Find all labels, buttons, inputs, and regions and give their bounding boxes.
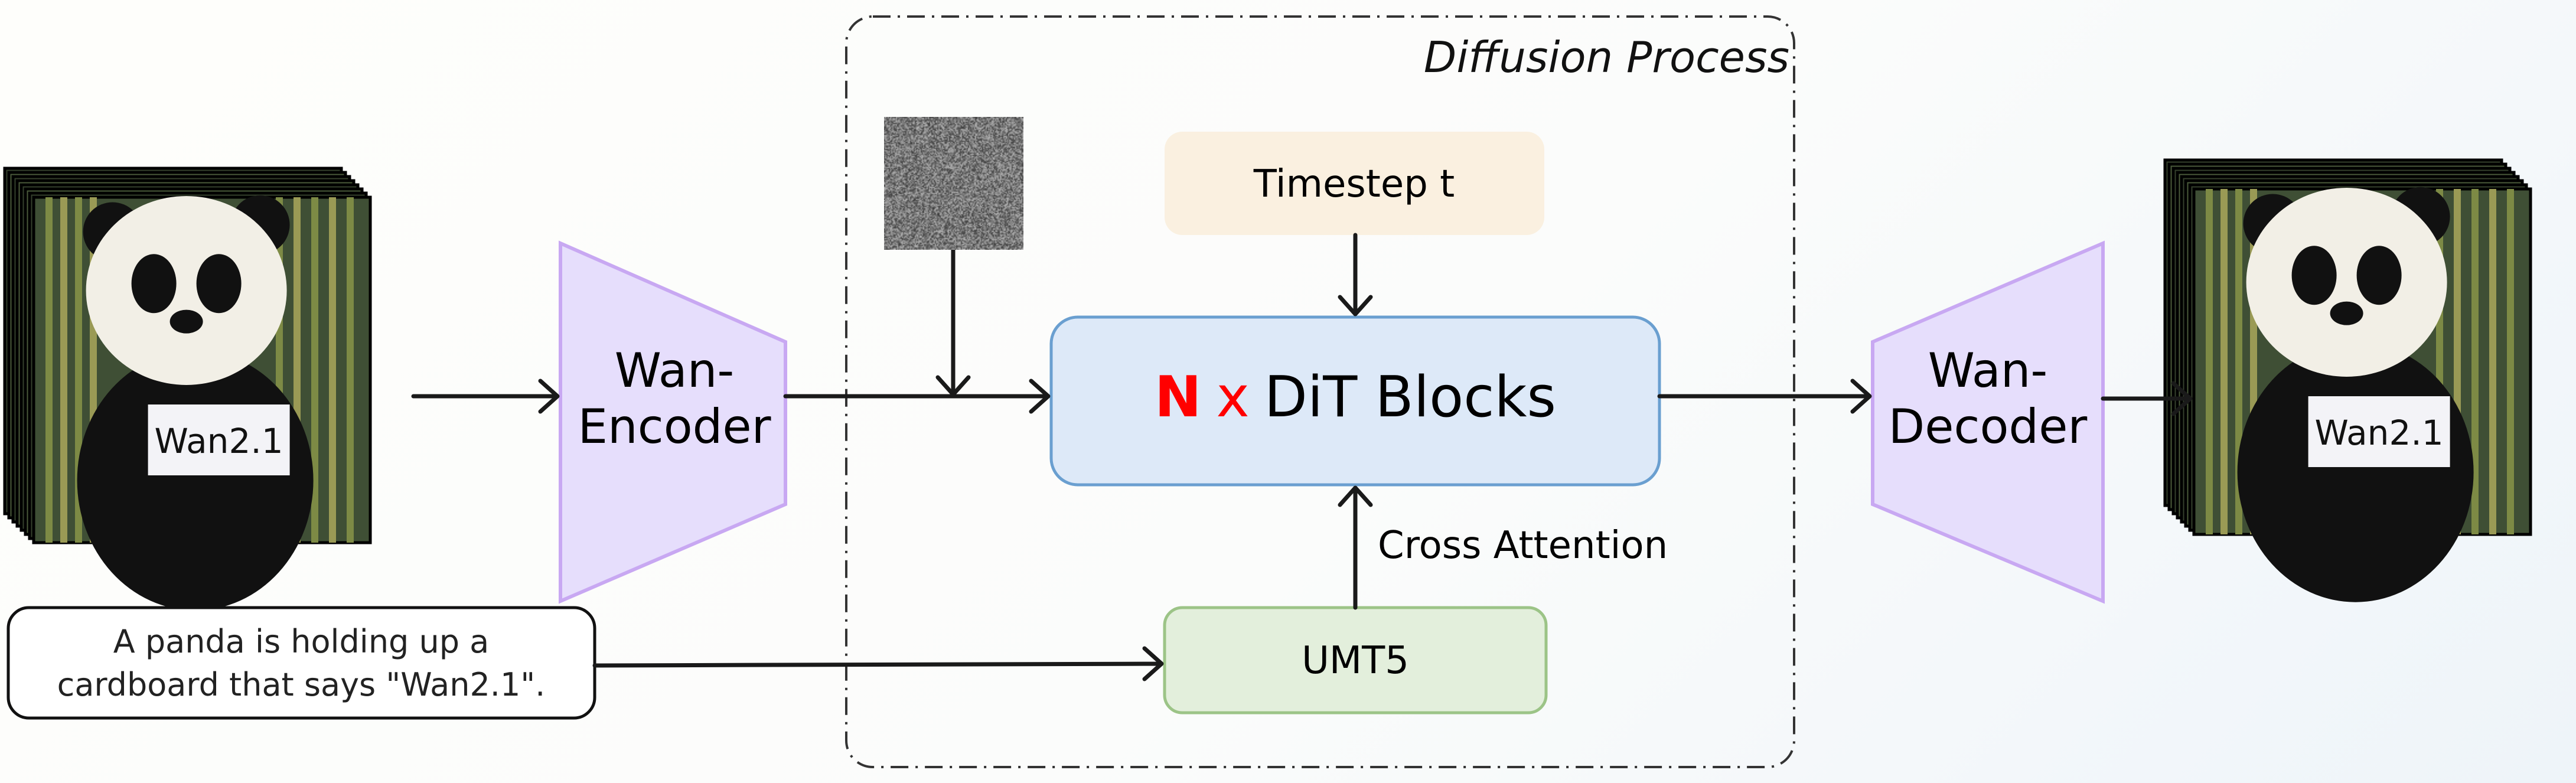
decoder-label-line1: Wan-	[1928, 343, 2048, 398]
arrow-umt5-to-dit	[1340, 488, 1371, 608]
noise-latent-image	[884, 117, 1023, 250]
encoder-label-line2: Encoder	[578, 399, 771, 454]
output-video-frames: Wan2.1	[2165, 160, 2531, 602]
arrow-prompt-to-umt5	[595, 648, 1162, 679]
arrow-encoder-to-dit	[785, 381, 1048, 412]
cross-attention-label: Cross Attention	[1378, 524, 1668, 567]
input-video-frames: Wan2.1	[5, 168, 370, 611]
dit-multiply: x	[1217, 365, 1250, 430]
arrow-noise-down	[938, 250, 969, 394]
arrow-dit-to-decoder	[1659, 381, 1870, 412]
arrow-decoder-to-output	[2103, 383, 2190, 414]
decoder-label-line2: Decoder	[1889, 399, 2088, 454]
sign-text: Wan2.1	[2315, 413, 2444, 453]
prompt-line2: cardboard that says "Wan2.1".	[57, 666, 546, 703]
dit-label-text: DiT Blocks	[1264, 365, 1556, 430]
panda-frame: Wan2.1	[34, 195, 370, 611]
prompt-line1: A panda is holding up a	[113, 623, 490, 660]
diffusion-process-label: Diffusion Process	[1424, 32, 1789, 82]
panda-frame: Wan2.1	[2194, 187, 2531, 602]
encoder-label-line1: Wan-	[615, 343, 735, 398]
arrow-input-to-encoder	[413, 381, 557, 412]
sign-text: Wan2.1	[155, 421, 283, 461]
timestep-label: Timestep t	[1253, 162, 1455, 206]
dit-count-n: N	[1155, 365, 1202, 430]
umt5-label: UMT5	[1302, 639, 1409, 683]
arrow-timestep-to-dit	[1340, 235, 1371, 314]
